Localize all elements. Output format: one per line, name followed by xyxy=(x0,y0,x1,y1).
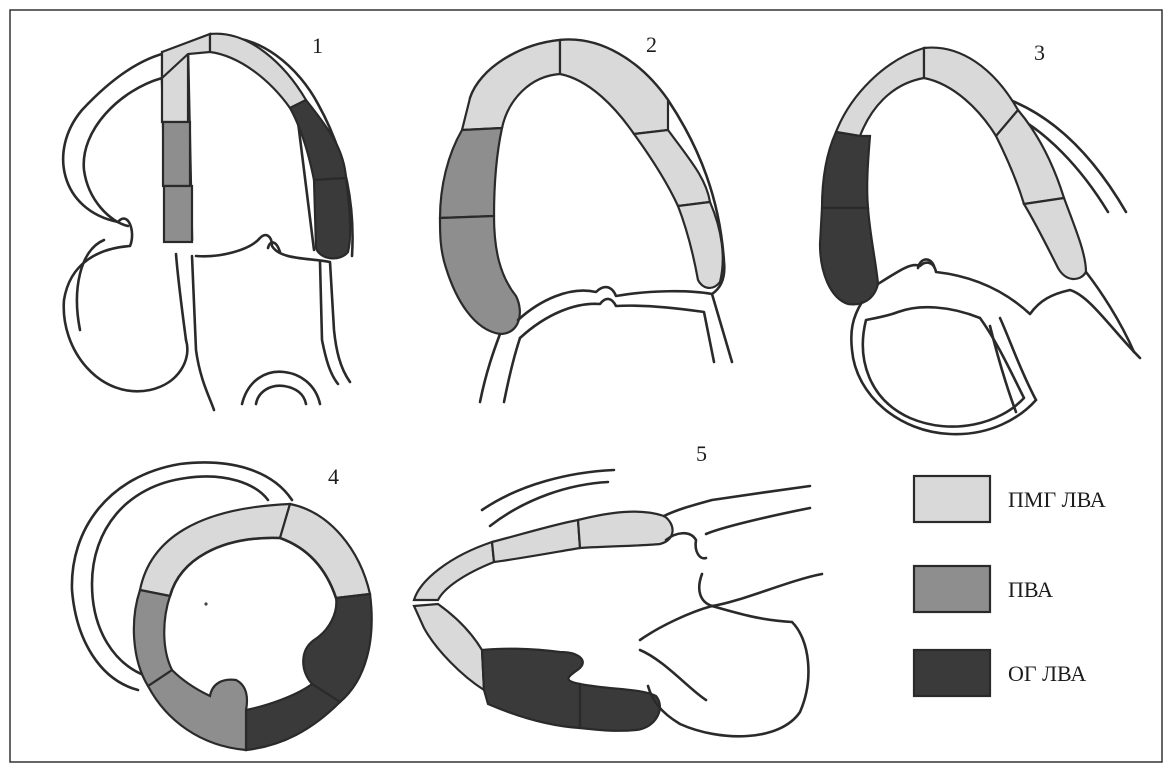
panel-2-lateral-basal-segment xyxy=(678,202,723,288)
panel-2-anterior-basal-segment xyxy=(440,216,520,334)
panel-2-number: 2 xyxy=(646,32,657,57)
panel-1: 1 xyxy=(63,33,352,410)
panel-5-number: 5 xyxy=(696,441,707,466)
panel-5-anterior-mid-segment xyxy=(492,520,580,562)
panel-2: 2 xyxy=(440,32,732,402)
panel-5: 5 xyxy=(414,441,822,736)
panel-3-septal-mid-segment xyxy=(822,132,870,208)
panel-2-anterior-apex-segment xyxy=(462,40,560,130)
panel-1-septum-mid-segment xyxy=(163,122,190,186)
panel-4: 4 xyxy=(72,463,372,751)
legend-swatch-og-lva xyxy=(914,650,990,696)
panel-4-number: 4 xyxy=(328,464,339,489)
panel-3: 3 xyxy=(820,40,1140,434)
panel-5-anterior-basal-segment xyxy=(578,512,673,548)
panel-1-septum-basal-segment xyxy=(164,186,192,242)
panel-1-lateral-basal-segment xyxy=(314,178,350,258)
panel-4-center-dot xyxy=(204,602,207,605)
panel-3-number: 3 xyxy=(1034,40,1045,65)
panel-5-inferior-basal-segment xyxy=(580,684,660,731)
panel-3-posterior-basal-segment xyxy=(1024,198,1086,279)
panel-3-septal-basal-segment xyxy=(820,208,878,304)
panel-4-anterolateral-segment xyxy=(280,504,370,598)
panel-1-number: 1 xyxy=(312,33,323,58)
panel-4-anteroseptal-segment xyxy=(134,590,172,686)
panel-3-apex-right-segment xyxy=(924,48,1018,136)
panel-5-apical-lower-segment xyxy=(414,604,484,690)
panel-4-inferior-segment xyxy=(246,684,340,750)
legend-label-og-lva: ОГ ЛВА xyxy=(1008,661,1086,686)
panel-5-apex-segment xyxy=(414,542,494,600)
legend-swatch-pva xyxy=(914,566,990,612)
panel-1-lateral-mid-segment xyxy=(290,100,346,180)
legend-swatch-pmg-lva xyxy=(914,476,990,522)
legend-label-pmg-lva: ПМГ ЛВА xyxy=(1008,487,1106,512)
panel-5-inferior-mid-segment xyxy=(482,649,583,728)
panel-4-inferoseptal-segment xyxy=(148,670,247,750)
legend: ПМГ ЛВА ПВА ОГ ЛВА xyxy=(914,476,1106,696)
panel-2-lateral-mid-segment xyxy=(634,130,710,206)
panel-3-apex-left-segment xyxy=(836,48,924,136)
legend-label-pva: ПВА xyxy=(1008,577,1053,602)
panel-2-anterior-mid-segment xyxy=(440,128,502,218)
panel-4-anterior-segment xyxy=(140,504,290,596)
